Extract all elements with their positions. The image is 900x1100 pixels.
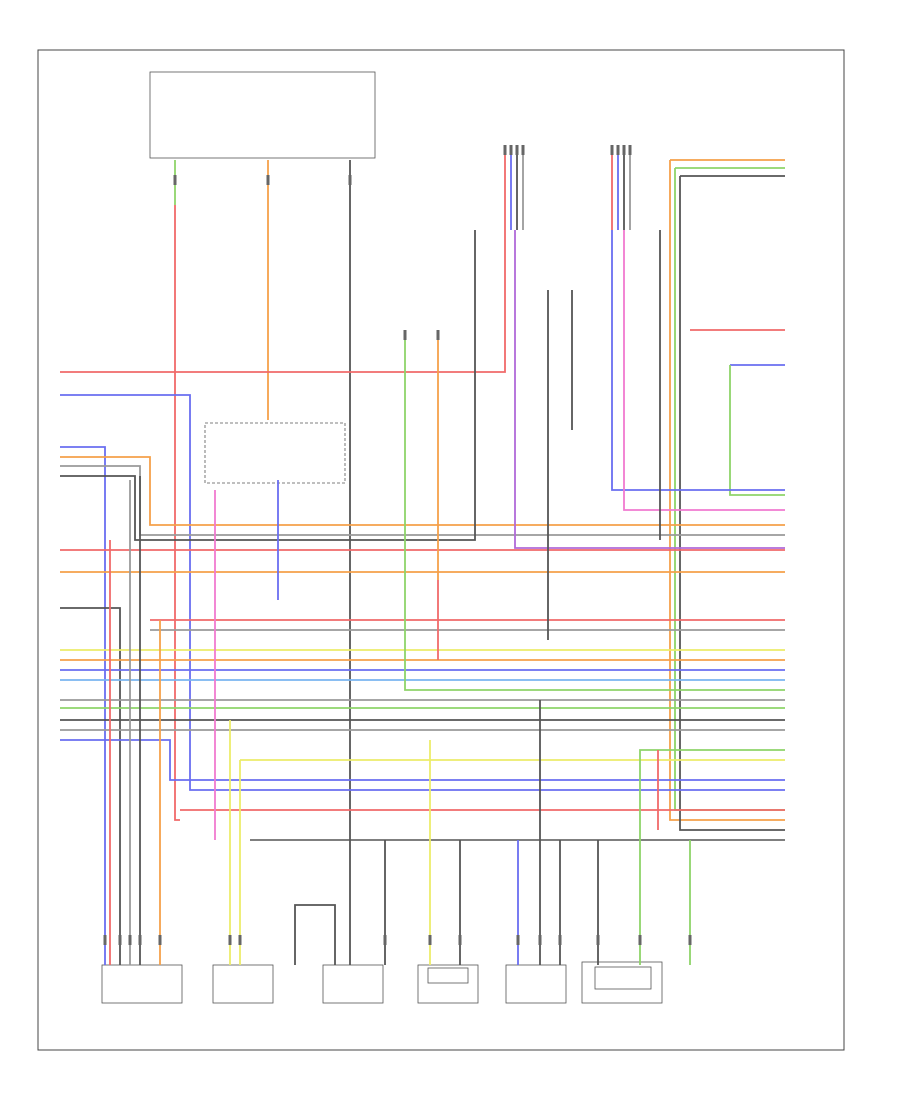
wire-red-left-vertical bbox=[174, 205, 180, 821]
wire-blue-left bbox=[60, 446, 106, 965]
connector-tick-top-0 bbox=[503, 145, 507, 155]
connector-tick-bottom-10 bbox=[516, 935, 520, 945]
connector-tick-bottom-5 bbox=[228, 935, 232, 945]
wire-red-horizontal-1 bbox=[60, 230, 506, 373]
wire-pink-right-bundle bbox=[623, 230, 785, 511]
connector-tick-relay-1 bbox=[436, 330, 440, 340]
wire-blue-horizontal-1 bbox=[60, 394, 785, 791]
connector-tick-top-4 bbox=[610, 145, 614, 155]
connector-tick-bottom-3 bbox=[138, 935, 142, 945]
relay-box-left bbox=[204, 422, 346, 484]
component-box-5 bbox=[505, 964, 567, 1004]
wire-orange-horizontal-1 bbox=[60, 456, 785, 526]
wire-blue-horizontal-3 bbox=[60, 739, 785, 781]
connector-tick-top-1 bbox=[509, 145, 513, 155]
connector-tick-bottom-4 bbox=[158, 935, 162, 945]
connector-tick-module-1 bbox=[266, 175, 270, 185]
connector-tick-top-5 bbox=[616, 145, 620, 155]
component-box-4 bbox=[417, 964, 479, 1004]
wire-green-comp6 bbox=[639, 749, 785, 965]
connector-tick-bottom-9 bbox=[458, 935, 462, 945]
connector-tick-module-2 bbox=[348, 175, 352, 185]
wire-violet-horizontal bbox=[514, 230, 785, 549]
connector-tick-top-2 bbox=[515, 145, 519, 155]
connector-tick-bottom-8 bbox=[428, 935, 432, 945]
connector-tick-top-3 bbox=[521, 145, 525, 155]
connector-tick-module-0 bbox=[173, 175, 177, 185]
connector-tick-relay-0 bbox=[403, 330, 407, 340]
component-box-2 bbox=[212, 964, 274, 1004]
connector-tick-bottom-7 bbox=[383, 935, 387, 945]
connector-tick-bottom-0 bbox=[103, 935, 107, 945]
connector-tick-bottom-1 bbox=[118, 935, 122, 945]
wire-black-right-vertical bbox=[679, 176, 785, 831]
connector-tick-top-7 bbox=[628, 145, 632, 155]
wire-black-horizontal-1 bbox=[60, 230, 476, 541]
connector-tick-bottom-14 bbox=[638, 935, 642, 945]
wire-black-ground-loop bbox=[294, 904, 336, 965]
connector-tick-bottom-6 bbox=[238, 935, 242, 945]
component-box-1 bbox=[101, 964, 183, 1004]
connector-tick-bottom-11 bbox=[538, 935, 542, 945]
connector-tick-bottom-2 bbox=[128, 935, 132, 945]
component-inner-4 bbox=[427, 967, 469, 984]
component-box-6 bbox=[581, 961, 663, 1004]
wire-blue-right-bundle bbox=[611, 230, 785, 491]
wire-group bbox=[60, 150, 785, 965]
connector-tick-top-6 bbox=[622, 145, 626, 155]
connector-tick-bottom-12 bbox=[558, 935, 562, 945]
component-inner-6 bbox=[594, 966, 652, 990]
component-box-3 bbox=[322, 964, 384, 1004]
wire-green-right-drop bbox=[729, 365, 785, 496]
connector-tick-bottom-13 bbox=[596, 935, 600, 945]
connector-tick-bottom-15 bbox=[688, 935, 692, 945]
wire-green-mid-vertical bbox=[404, 330, 785, 691]
top-module-box bbox=[149, 71, 376, 159]
wire-orange-right-vertical bbox=[669, 160, 785, 821]
connector-group bbox=[103, 145, 692, 945]
wire-black-left-2 bbox=[60, 607, 121, 965]
diagram-frame bbox=[37, 49, 845, 1051]
